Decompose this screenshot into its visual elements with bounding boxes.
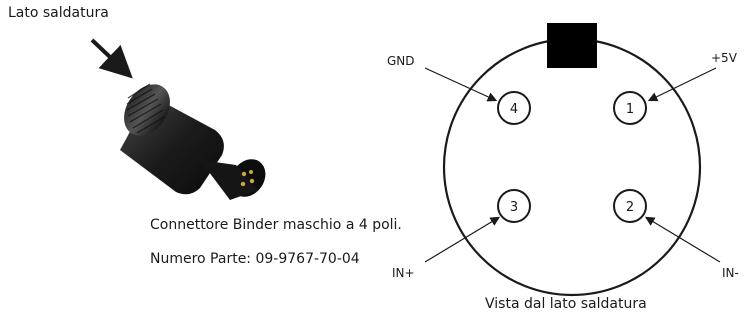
view-side-label: Lato saldatura — [8, 5, 109, 21]
pin-4: 4 GND — [387, 54, 531, 125]
connector-illustration — [120, 83, 266, 200]
pin-number: 1 — [626, 102, 634, 117]
pin-number: 4 — [510, 102, 518, 117]
pin-signal-label: IN+ — [392, 266, 415, 280]
pin-number: 2 — [626, 200, 634, 215]
pointer-arrow — [90, 38, 133, 79]
pin-1: 1 +5V — [613, 51, 738, 125]
pin-number: 3 — [510, 200, 518, 215]
pin-2: 2 IN- — [613, 189, 739, 280]
connector-outline — [442, 37, 702, 297]
pinout-view: 4 GND 1 +5V 3 IN+ 2 IN- — [387, 23, 739, 297]
part-number: Numero Parte: 09-9767-70-04 — [150, 251, 360, 267]
pin-signal-label: IN- — [722, 266, 739, 280]
key-notch — [547, 23, 597, 68]
pin-signal-label: GND — [387, 54, 415, 68]
pin-3: 3 IN+ — [392, 189, 531, 280]
pin-signal-label: +5V — [711, 51, 738, 65]
pinout-caption: Vista dal lato saldatura — [485, 296, 647, 312]
connector-name: Connettore Binder maschio a 4 poli. — [150, 217, 402, 233]
